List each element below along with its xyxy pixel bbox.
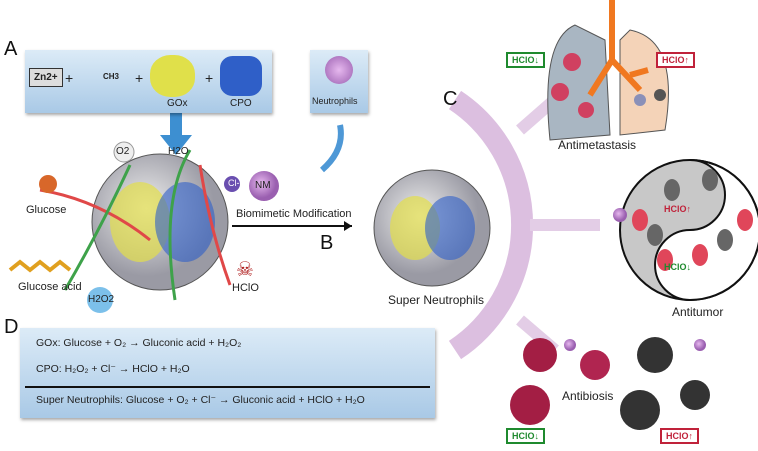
zn-ion: Zn2+ <box>29 68 63 87</box>
neutrophils-box: Neutrophils <box>310 50 368 113</box>
glucose-molecule <box>39 175 57 193</box>
bacterium <box>680 380 710 410</box>
purple-arc-arrow <box>448 90 533 360</box>
h2o2-drop <box>87 287 113 313</box>
tumor-hclo-low: HClO↓ <box>664 262 691 272</box>
hclo-high-badge: HClO↑ <box>660 428 699 444</box>
cpo-enzyme <box>220 56 262 96</box>
blue-down-arrow <box>160 112 192 155</box>
super-neutrophils-label: Super Neutrophils <box>388 293 485 307</box>
o2-bubble <box>113 141 135 163</box>
hclo-high-badge: HClO↑ <box>656 52 695 68</box>
equation-gox: GOx: Glucose + O₂ → Gluconic acid + H₂O₂ <box>36 337 242 349</box>
hclo-label: HClO <box>232 282 259 294</box>
curved-blue-arrow <box>319 124 344 173</box>
plus-sign: + <box>205 70 214 86</box>
antitumor-label: Antitumor <box>672 305 724 319</box>
bacterium <box>637 337 673 373</box>
equation-cpo: CPO: H₂O₂ + Cl⁻ → HClO + H₂O <box>36 363 190 375</box>
skull-icon: ☠ <box>236 259 254 281</box>
glucose-label: Glucose <box>26 204 67 216</box>
nm-membrane <box>249 171 279 201</box>
antimetastasis-label: Antimetastasis <box>558 138 637 152</box>
modification-label: Biomimetic Modification <box>236 208 352 220</box>
h2o-label: H2O <box>168 146 189 157</box>
glucose-acid-chain <box>8 259 72 273</box>
cl-ion <box>224 176 240 192</box>
plus-sign: + <box>135 70 144 86</box>
panel-label-a: A <box>4 38 18 60</box>
nm-label: NM <box>255 180 271 191</box>
trachea <box>587 0 649 97</box>
neutrophils-label: Neutrophils <box>312 96 358 106</box>
equations-box: GOx: Glucose + O₂ → Gluconic acid + H₂O₂… <box>20 328 435 418</box>
bacterium <box>580 350 610 380</box>
glucose-acid-label: Glucose acid <box>18 281 82 293</box>
hclo-low-badge: HClO↓ <box>506 428 545 444</box>
cl-label: Cl- <box>228 178 240 188</box>
panel-label-b: B <box>320 232 334 254</box>
bacterium <box>510 385 550 425</box>
panel-label-c: C <box>443 88 458 110</box>
synthesis-box: Zn2+ + CH3 + GOx + CPO <box>25 50 272 113</box>
o2-label: O2 <box>116 146 130 157</box>
equation-divider <box>25 386 430 388</box>
panel-label-d: D <box>4 316 19 338</box>
neutrophil-cell <box>325 56 353 84</box>
tumor-hclo-high: HClO↑ <box>664 204 691 214</box>
ligand-methyl: CH3 <box>103 72 120 81</box>
antibiosis-label: Antibiosis <box>562 389 614 403</box>
plus-sign: + <box>65 70 74 86</box>
hclo-low-badge: HClO↓ <box>506 52 545 68</box>
h2o2-label: H2O2 <box>88 294 115 305</box>
gox-label: GOx <box>167 98 188 109</box>
lung-right <box>619 29 669 136</box>
lung-left <box>547 24 611 141</box>
bacterium <box>620 390 660 430</box>
gox-enzyme <box>150 55 195 97</box>
cpo-label: CPO <box>230 98 252 109</box>
equation-super-neutrophils: Super Neutrophils: Glucose + O₂ + Cl⁻ → … <box>36 394 365 406</box>
bacterium <box>523 338 557 372</box>
